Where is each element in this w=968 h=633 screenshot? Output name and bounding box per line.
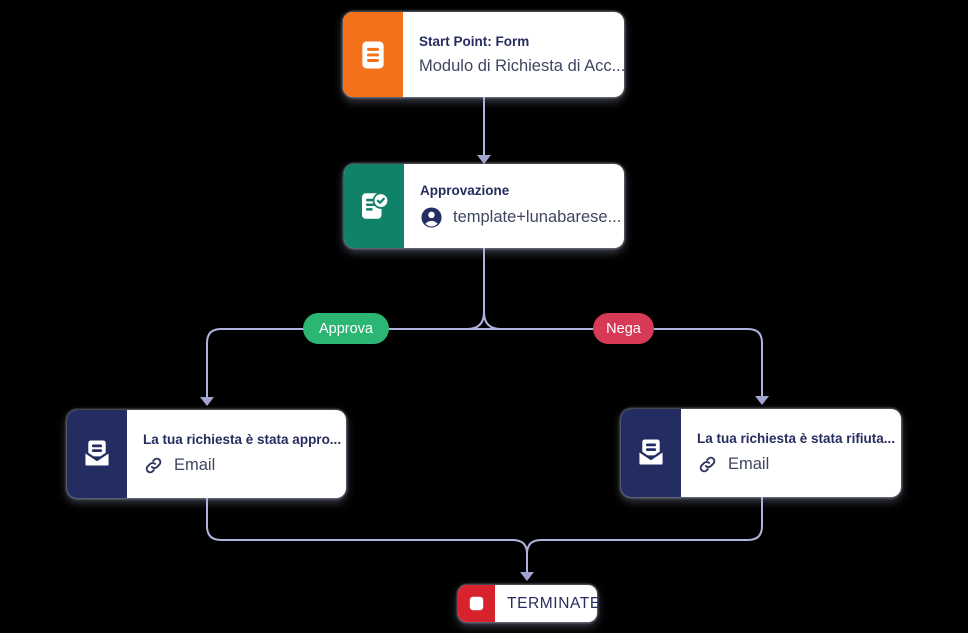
connector-branch-left-down bbox=[206, 328, 222, 398]
open-envelope-icon bbox=[621, 409, 681, 497]
connector-fork-left-curve bbox=[466, 311, 485, 330]
approval-check-icon bbox=[344, 164, 404, 248]
branch-label-approve[interactable]: Approva bbox=[303, 313, 389, 344]
node-start-form[interactable]: Start Point: Form Modulo di Richiesta di… bbox=[343, 12, 624, 97]
connector-merge-left-curve bbox=[512, 539, 528, 555]
approval-assignee-email: template+lunabarese... bbox=[453, 208, 622, 226]
email-rejected-title: La tua richiesta è stata rifiuta... bbox=[697, 431, 896, 446]
node-terminate[interactable]: TERMINATE bbox=[458, 585, 600, 622]
node-approval[interactable]: Approvazione template+lunabarese... bbox=[344, 164, 624, 248]
start-node-subtitle: Modulo di Richiesta di Acc... bbox=[419, 56, 624, 75]
branch-label-deny[interactable]: Nega bbox=[593, 313, 654, 344]
approval-node-title: Approvazione bbox=[420, 183, 510, 198]
arrowhead-into-approval bbox=[477, 155, 491, 164]
arrowhead-into-email-left bbox=[200, 397, 214, 406]
form-icon bbox=[343, 12, 403, 97]
connector-merge-right bbox=[541, 497, 763, 541]
stop-icon bbox=[458, 585, 495, 622]
open-envelope-icon bbox=[67, 410, 127, 498]
email-rejected-channel: Email bbox=[728, 455, 770, 473]
email-approved-title: La tua richiesta è stata appro... bbox=[143, 432, 342, 447]
connector-merge-left bbox=[206, 498, 513, 541]
connector-branch-right-down bbox=[747, 328, 763, 397]
person-avatar-icon bbox=[420, 206, 443, 229]
node-email-rejected[interactable]: La tua richiesta è stata rifiuta... Emai… bbox=[621, 409, 901, 497]
connector-merge-right-curve bbox=[526, 539, 542, 555]
arrowhead-into-terminate bbox=[520, 572, 534, 581]
node-email-approved[interactable]: La tua richiesta è stata appro... Email bbox=[67, 410, 346, 498]
terminate-label: TERMINATE bbox=[507, 594, 601, 612]
start-node-title: Start Point: Form bbox=[419, 33, 530, 49]
connector-fork-right-curve bbox=[483, 311, 502, 330]
link-icon bbox=[143, 455, 164, 476]
link-icon bbox=[697, 454, 718, 475]
email-approved-channel: Email bbox=[174, 456, 216, 474]
arrowhead-into-email-right bbox=[755, 396, 769, 405]
